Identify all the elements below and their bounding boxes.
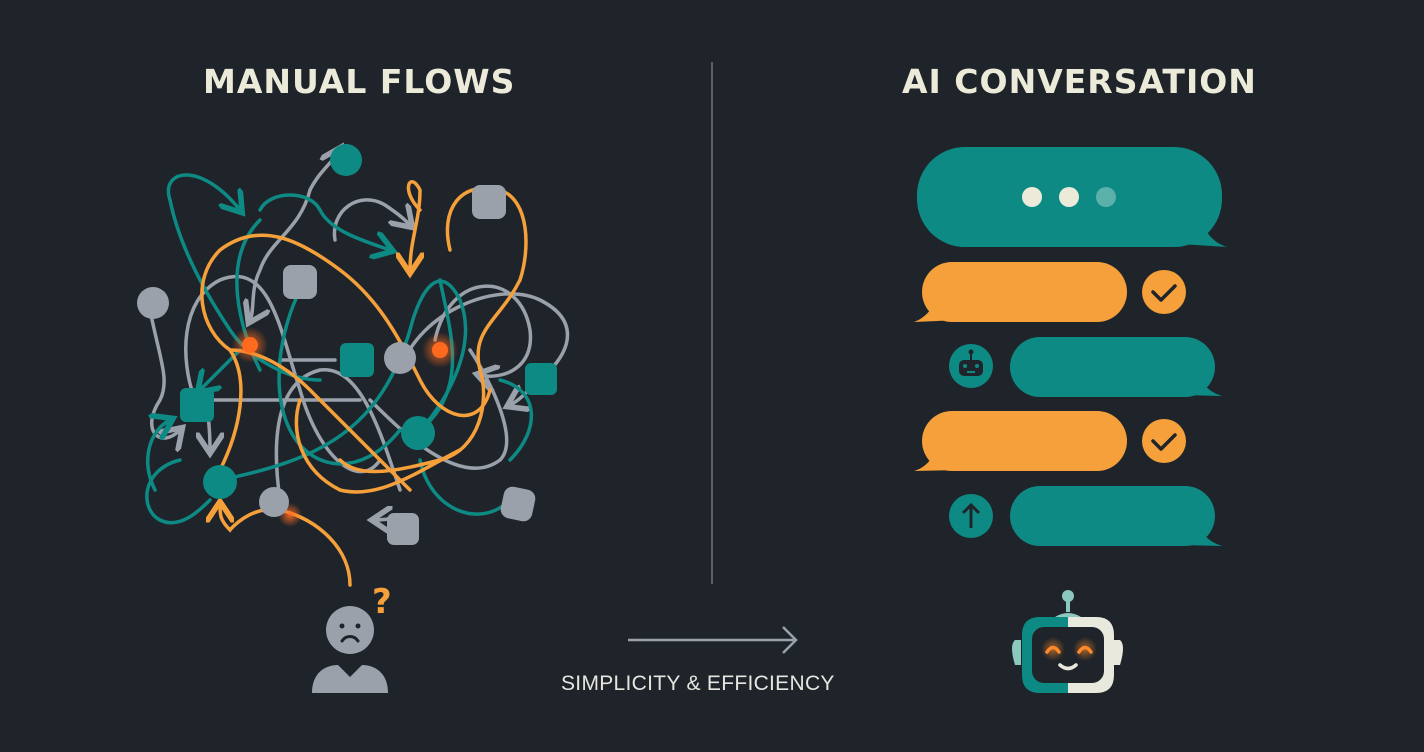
ai-conversation-title: AI CONVERSATION bbox=[902, 62, 1257, 101]
arrow-right-icon bbox=[628, 626, 798, 654]
manual-flows-title: MANUAL FLOWS bbox=[203, 62, 516, 101]
user-bubble bbox=[914, 411, 1186, 471]
question-mark: ? bbox=[372, 582, 392, 622]
divider bbox=[711, 62, 713, 584]
tangled-flowchart-icon bbox=[137, 130, 570, 587]
typing-bubble bbox=[917, 147, 1227, 247]
chat-conversation bbox=[914, 147, 1227, 546]
bot-bubble bbox=[949, 337, 1222, 397]
send-bubble bbox=[949, 486, 1222, 546]
simplicity-caption: SIMPLICITY & EFFICIENCY bbox=[561, 672, 835, 695]
user-bubble bbox=[914, 262, 1186, 322]
robot-mascot-icon bbox=[1012, 590, 1123, 693]
confused-person-icon bbox=[312, 606, 388, 693]
